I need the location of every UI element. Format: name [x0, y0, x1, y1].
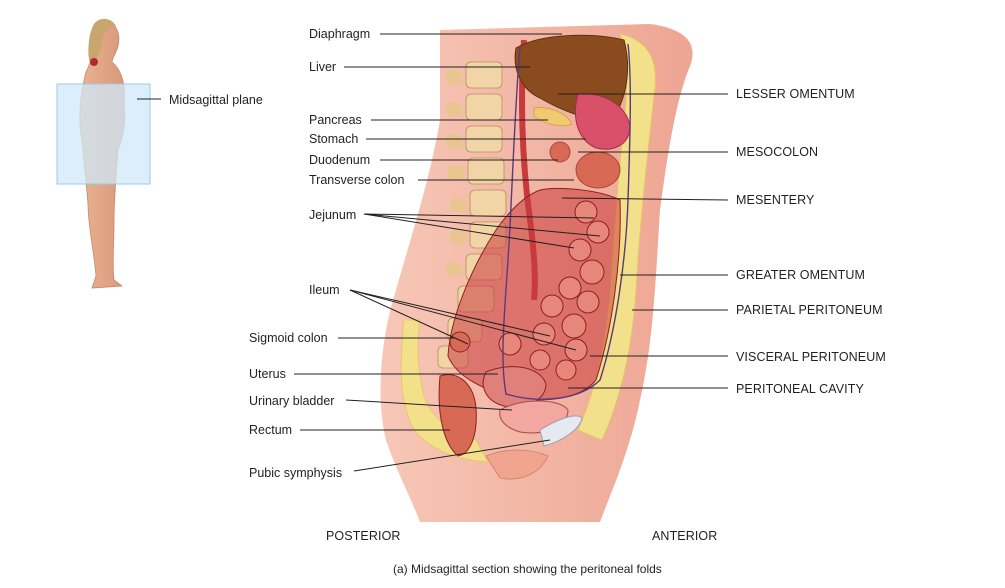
label-pubic-symphysis: Pubic symphysis	[249, 466, 343, 480]
label-peritoneal-cavity: PERITONEAL CAVITY	[736, 382, 864, 396]
label-urinary-bladder: Urinary bladder	[249, 394, 335, 408]
midsagittal-plane-rect	[56, 83, 151, 185]
label-visceral-peritoneum: VISCERAL PERITONEUM	[736, 350, 886, 364]
label-anterior: ANTERIOR	[652, 529, 718, 543]
label-lesser-omentum: LESSER OMENTUM	[736, 87, 855, 101]
label-ileum: Ileum	[309, 283, 340, 297]
label-transverse-colon: Transverse colon	[309, 173, 405, 187]
label-jejunum: Jejunum	[309, 208, 357, 222]
label-midsagittal-plane: Midsagittal plane	[169, 93, 263, 107]
label-parietal-peritoneum: PARIETAL PERITONEUM	[736, 303, 883, 317]
label-uterus: Uterus	[249, 367, 286, 381]
label-stomach: Stomach	[309, 132, 359, 146]
figure-caption: (a) Midsagittal section showing the peri…	[393, 562, 662, 576]
label-sigmoid-colon: Sigmoid colon	[249, 331, 328, 345]
label-rectum: Rectum	[249, 423, 293, 437]
leader-lines	[137, 33, 729, 472]
label-liver: Liver	[309, 60, 337, 74]
section-illustration	[380, 24, 693, 522]
label-duodenum: Duodenum	[309, 153, 371, 167]
label-mesocolon: MESOCOLON	[736, 145, 819, 159]
label-posterior: POSTERIOR	[326, 529, 401, 543]
label-mesentery: MESENTERY	[736, 193, 815, 207]
label-diaphragm: Diaphragm	[309, 27, 371, 41]
label-greater-omentum: GREATER OMENTUM	[736, 268, 866, 282]
label-pancreas: Pancreas	[309, 113, 362, 127]
